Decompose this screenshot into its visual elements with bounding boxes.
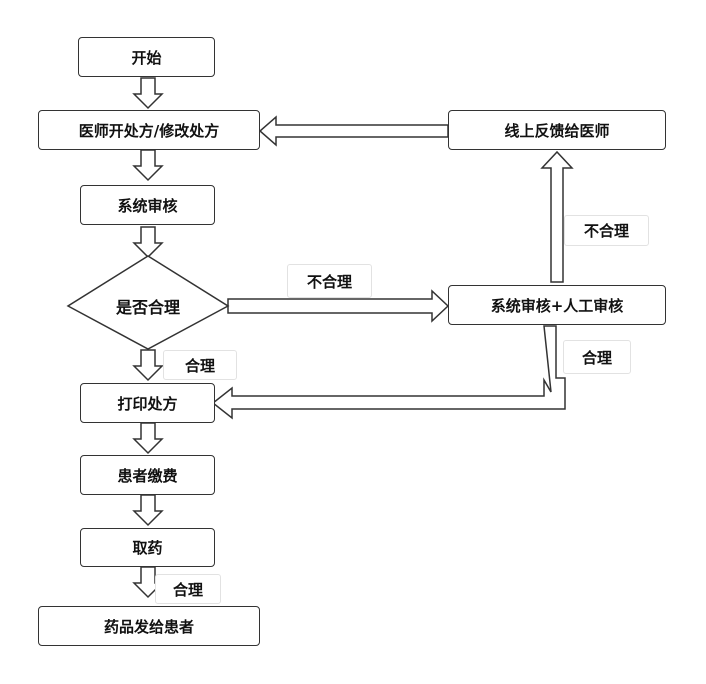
label-decision-unreasonable-text: 不合理 <box>306 272 352 291</box>
arrow-print-to-pay <box>132 422 164 455</box>
start-label: 开始 <box>131 48 162 67</box>
label-decision-reasonable: 合理 <box>163 350 237 380</box>
label-manual-reasonable-text: 合理 <box>581 348 612 367</box>
feedback-box: 线上反馈给医师 <box>448 110 666 150</box>
arrow-decision-to-manual <box>227 289 450 323</box>
dispense-box: 药品发给患者 <box>38 606 260 646</box>
label-decision-unreasonable: 不合理 <box>287 264 372 298</box>
arrow-feedback-to-prescribe <box>258 115 449 147</box>
manual-review-label: 系统审核+人工审核 <box>490 296 624 315</box>
label-manual-unreasonable-text: 不合理 <box>583 222 629 240</box>
arrow-pay-to-fetch <box>132 494 164 527</box>
prescribe-label: 医师开处方/修改处方 <box>78 121 220 140</box>
dispense-label: 药品发给患者 <box>103 617 194 636</box>
arrow-review-to-decision <box>132 226 164 259</box>
label-manual-reasonable: 合理 <box>563 340 631 374</box>
label-manual-unreasonable: 不合理 <box>564 215 649 246</box>
decision-text: 是否合理 <box>88 286 208 326</box>
feedback-label: 线上反馈给医师 <box>504 121 610 140</box>
arrow-start-to-prescribe <box>132 77 164 110</box>
pay-box: 患者缴费 <box>80 455 215 495</box>
print-label: 打印处方 <box>117 394 178 413</box>
label-decision-reasonable-text: 合理 <box>184 356 215 375</box>
system-review-box: 系统审核 <box>80 185 215 225</box>
manual-review-box: 系统审核+人工审核 <box>448 285 666 325</box>
start-box: 开始 <box>78 37 215 77</box>
label-fetch-reasonable-text: 合理 <box>172 580 203 599</box>
arrow-prescribe-to-review <box>132 149 164 182</box>
arrow-manual-to-print <box>211 325 566 420</box>
fetch-label: 取药 <box>132 539 163 557</box>
arrow-decision-to-print <box>132 349 164 382</box>
label-fetch-reasonable: 合理 <box>155 574 221 604</box>
prescribe-box: 医师开处方/修改处方 <box>38 110 260 150</box>
arrow-manual-to-feedback <box>540 150 574 283</box>
print-box: 打印处方 <box>80 383 215 423</box>
pay-label: 患者缴费 <box>117 466 178 485</box>
decision-label: 是否合理 <box>115 298 180 317</box>
fetch-box: 取药 <box>80 528 215 567</box>
system-review-label: 系统审核 <box>117 196 178 215</box>
decision-diamond <box>66 255 230 350</box>
